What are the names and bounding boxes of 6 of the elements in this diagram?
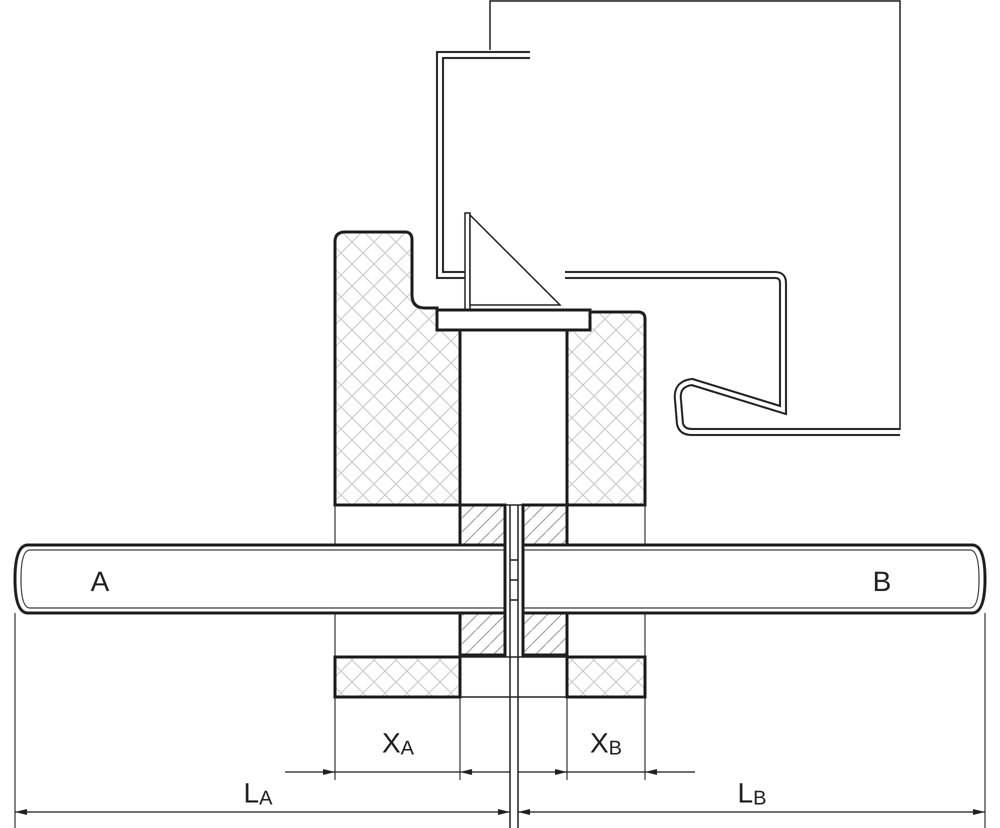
dimension-label: X$_{B}$ [590,728,622,762]
part-label: A [90,567,110,597]
part-label: B [872,567,892,597]
dimension-label: X$_{A}$ [382,728,414,762]
dimension-label: L$_{B}$ [738,778,766,812]
dimension-label: L$_{A}$ [244,778,272,812]
